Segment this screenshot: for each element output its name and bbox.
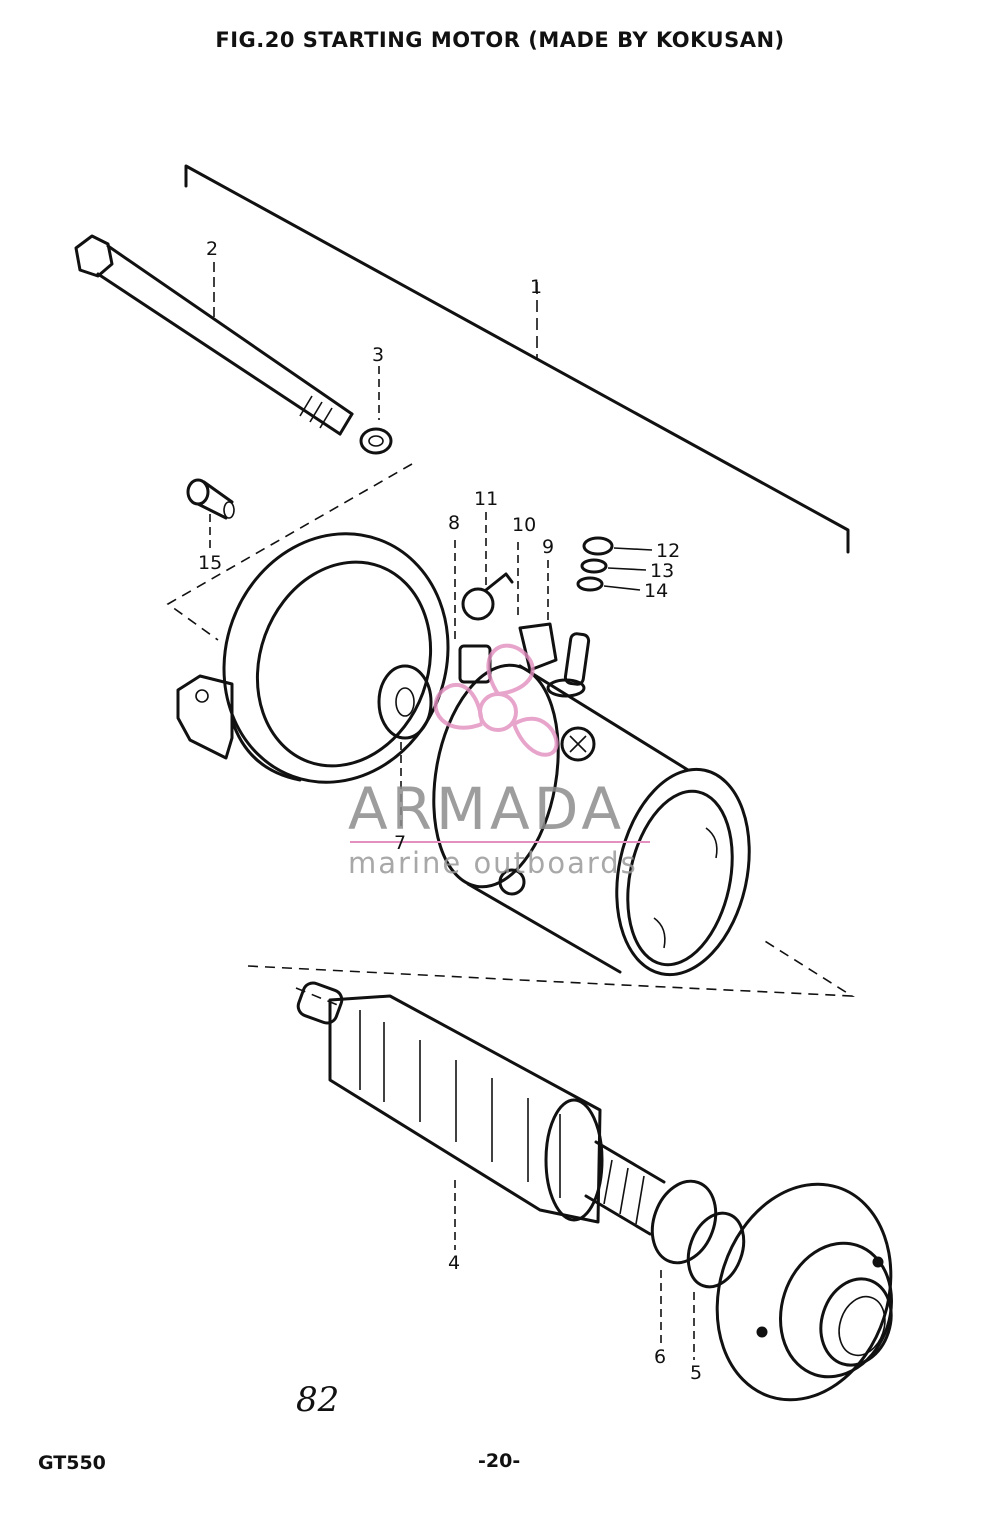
motor-yoke bbox=[432, 632, 751, 977]
callout-13: 13 bbox=[650, 560, 675, 582]
armature-washers bbox=[650, 1179, 746, 1360]
screw bbox=[186, 478, 235, 548]
end-cover bbox=[176, 532, 450, 784]
callout-6: 6 bbox=[654, 1346, 667, 1368]
through-bolt bbox=[74, 234, 354, 436]
terminal-nut-and-washers bbox=[576, 536, 653, 592]
callout-15: 15 bbox=[198, 552, 223, 574]
callout-2: 2 bbox=[206, 238, 219, 260]
callout-5: 5 bbox=[690, 1362, 703, 1384]
watermark-tagline: marine outboards bbox=[348, 846, 638, 880]
watermark-brand: ARMADA bbox=[348, 775, 626, 843]
callout-10: 10 bbox=[512, 514, 537, 536]
callout-9: 9 bbox=[542, 536, 555, 558]
handwritten-note: 82 bbox=[296, 1380, 340, 1420]
front-end-cover bbox=[715, 1182, 893, 1402]
callout-12: 12 bbox=[656, 540, 681, 562]
propeller-icon bbox=[433, 643, 559, 757]
assembly-bracket bbox=[184, 164, 850, 554]
callout-11: 11 bbox=[474, 488, 499, 510]
page-number: -20- bbox=[478, 1450, 521, 1472]
model-code: GT550 bbox=[38, 1452, 106, 1474]
lock-washer bbox=[359, 366, 393, 455]
callout-3: 3 bbox=[372, 344, 385, 366]
callout-7: 7 bbox=[394, 832, 407, 854]
callout-14: 14 bbox=[644, 580, 669, 602]
armature bbox=[296, 981, 666, 1250]
figure-title: FIG.20 STARTING MOTOR (MADE BY KOKUSAN) bbox=[215, 28, 785, 52]
thrust-washer bbox=[377, 664, 433, 826]
callout-4: 4 bbox=[448, 1252, 461, 1274]
brush-holder-parts bbox=[454, 512, 558, 684]
callout-8: 8 bbox=[448, 512, 461, 534]
callout-1: 1 bbox=[530, 276, 543, 298]
